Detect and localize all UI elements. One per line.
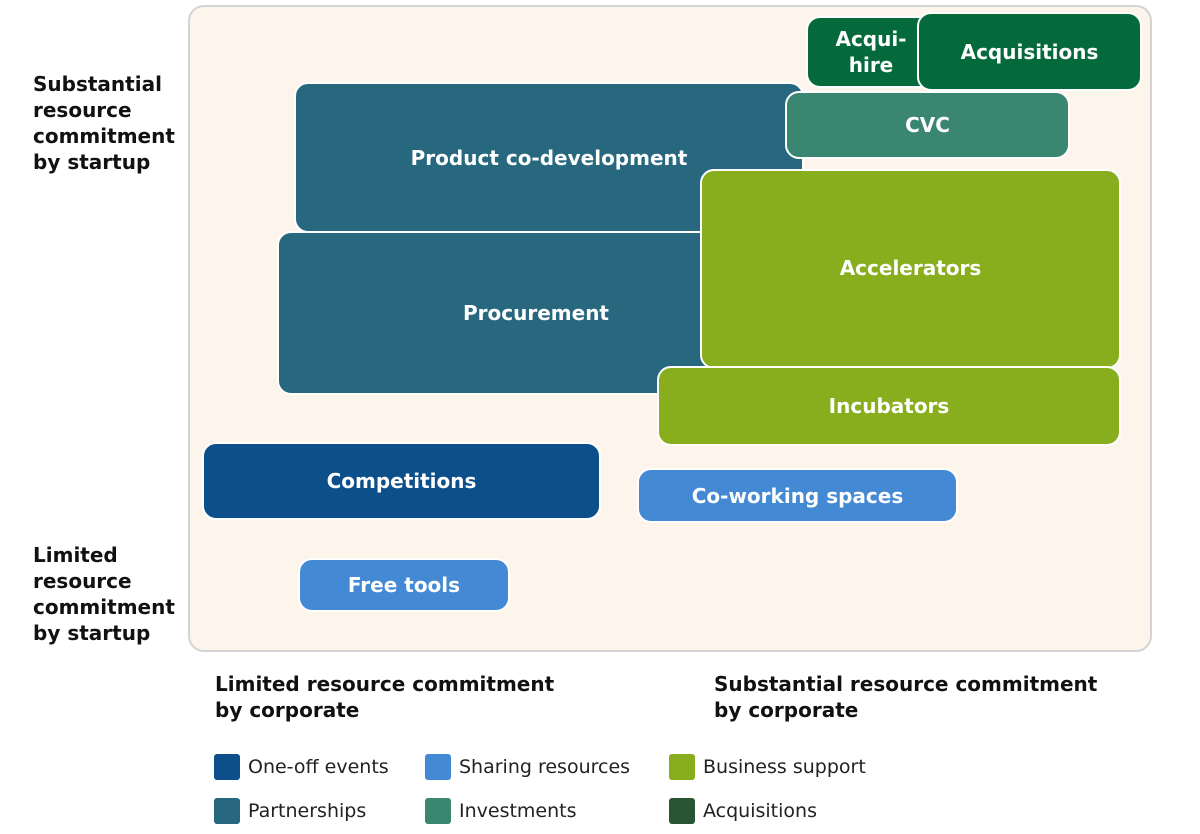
competitions-box: Competitions <box>202 442 601 520</box>
legend-item-investments: Investments <box>425 798 577 824</box>
cvc-box: CVC <box>785 91 1070 159</box>
co-working-spaces-box: Co-working spaces <box>637 468 958 523</box>
legend-item-acquisitions: Acquisitions <box>669 798 817 824</box>
legend-label: Sharing resources <box>459 756 631 778</box>
legend-label: Business support <box>703 756 866 778</box>
legend-swatch <box>425 754 451 780</box>
y-axis-top-label: Substantial resource commitment by start… <box>33 72 175 174</box>
legend-swatch <box>214 754 240 780</box>
product-co-development-box: Product co-development <box>294 82 804 233</box>
y-axis-bottom-label: Limited resource commitment by startup <box>33 543 175 645</box>
free-tools-box: Free tools <box>298 558 510 612</box>
legend-item-sharing-resources: Sharing resources <box>425 754 630 780</box>
legend-label: Investments <box>459 800 577 822</box>
legend-item-partnerships: Partnerships <box>214 798 366 824</box>
legend-swatch <box>214 798 240 824</box>
legend-swatch <box>669 754 695 780</box>
legend-item-business-support: Business support <box>669 754 866 780</box>
legend-swatch <box>669 798 695 824</box>
legend-label: One-off events <box>248 756 389 778</box>
legend-swatch <box>425 798 451 824</box>
legend-label: Acquisitions <box>703 800 817 822</box>
acquisitions-box: Acquisitions <box>917 12 1142 91</box>
legend-item-one-off-events: One-off events <box>214 754 389 780</box>
accelerators-box: Accelerators <box>700 169 1121 369</box>
acqui-hire-box: Acqui- hire <box>806 16 936 88</box>
x-axis-left-label: Limited resource commitment by corporate <box>215 672 555 722</box>
incubators-box: Incubators <box>657 366 1121 446</box>
legend-label: Partnerships <box>248 800 367 822</box>
x-axis-right-label: Substantial resource commitment by corpo… <box>714 672 1098 722</box>
